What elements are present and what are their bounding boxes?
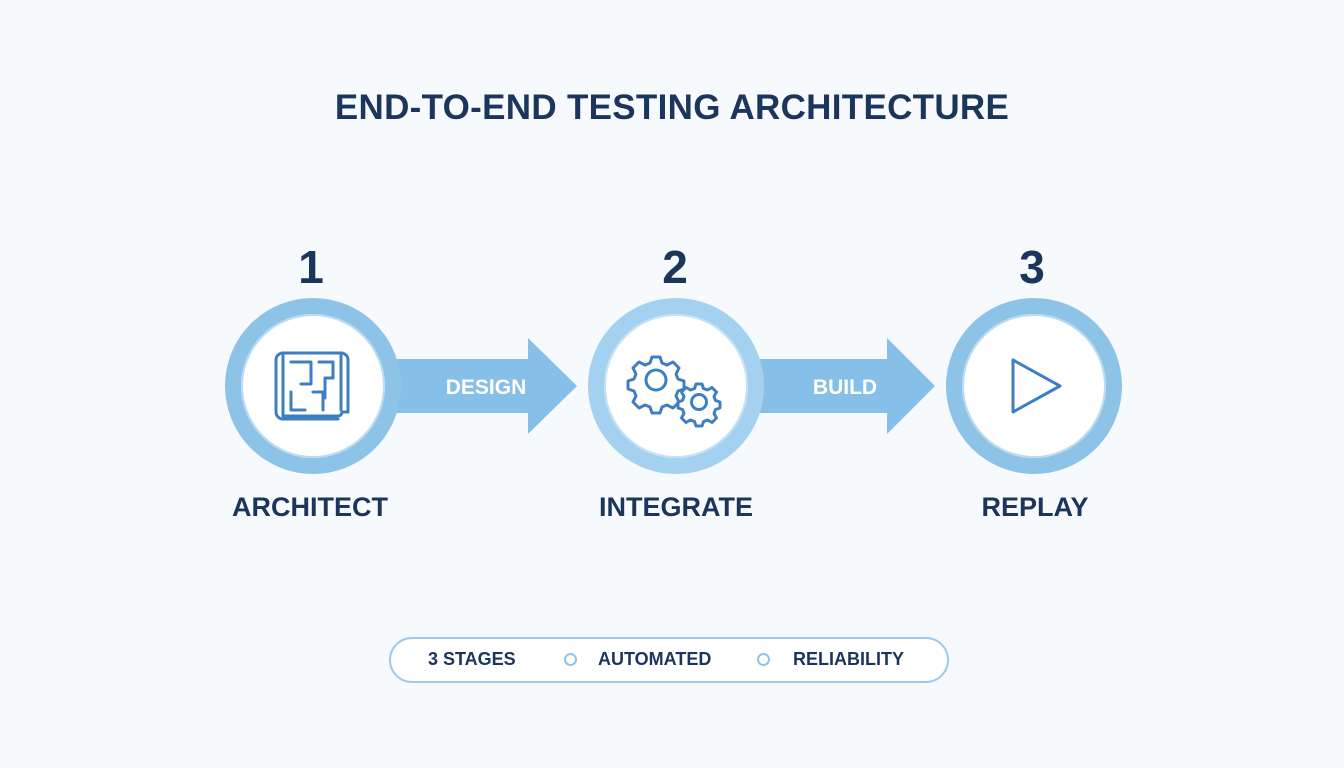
step-circle-architect: [225, 298, 401, 474]
legend-item-automated: AUTOMATED: [598, 649, 712, 669]
blueprint-icon: [274, 351, 350, 421]
step-number-1: 1: [298, 241, 324, 293]
page-title: END-TO-END TESTING ARCHITECTURE: [334, 88, 1010, 127]
step-label-architect: ARCHITECT: [232, 492, 388, 522]
legend-bar: 3 STAGES AUTOMATED RELIABILITY: [389, 637, 949, 683]
step-circle-integrate: [588, 298, 764, 474]
gears-icon: [626, 355, 722, 428]
legend-item-reliability: RELIABILITY: [793, 649, 904, 669]
legend-item-stages: 3 STAGES: [428, 649, 516, 669]
legend-dot-icon: [564, 653, 577, 666]
step-label-integrate: INTEGRATE: [599, 492, 753, 522]
step-circle-replay: [946, 298, 1122, 474]
step-label-replay: REPLAY: [981, 492, 1089, 522]
connector-arrow-design: DESIGN: [385, 338, 577, 434]
step-number-3: 3: [1019, 241, 1045, 293]
play-icon: [1011, 358, 1062, 414]
step-number-2: 2: [662, 241, 688, 293]
connector-label-design: DESIGN: [446, 376, 527, 399]
connector-arrow-build: BUILD: [748, 338, 935, 434]
connector-label-build: BUILD: [813, 376, 877, 399]
legend-dot-icon: [757, 653, 770, 666]
